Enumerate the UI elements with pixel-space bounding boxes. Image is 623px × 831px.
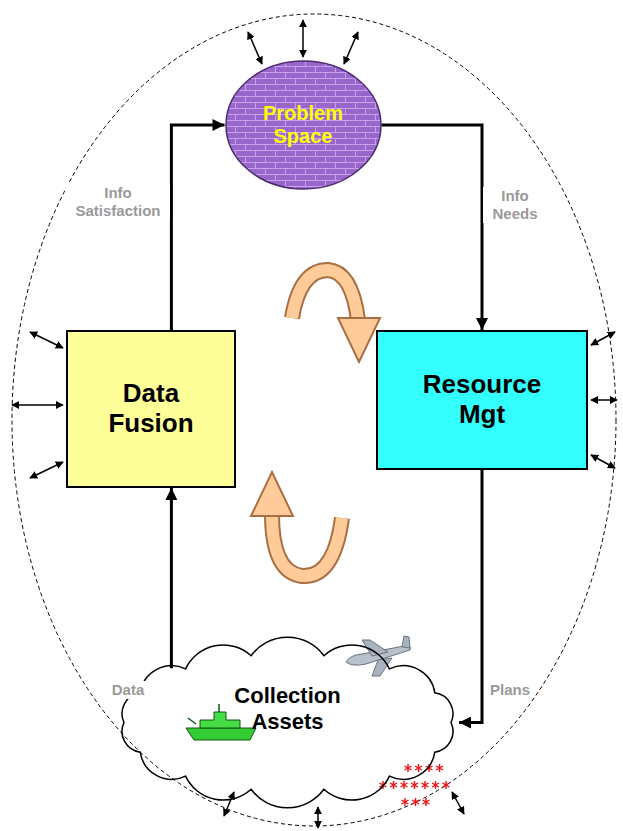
cloud-shape (122, 637, 453, 808)
star-mark (405, 764, 412, 772)
interface-arrow (30, 462, 63, 478)
flow-label: Info Needs (483, 187, 547, 223)
star-mark (390, 781, 397, 789)
node-label: Problem Space (253, 102, 353, 148)
ellipse-shape (226, 61, 381, 189)
interface-arrow (317, 807, 319, 828)
star-mark (402, 798, 409, 806)
flow-arrow (459, 470, 482, 723)
node-label: Collection Assets (223, 683, 353, 734)
text-group: Problem Space (253, 102, 353, 148)
star-mark (401, 781, 408, 789)
node-label: Resource Mgt (412, 370, 552, 430)
star-mark (412, 798, 419, 806)
node-label: Data Fusion (96, 379, 206, 439)
flow-arrow (171, 125, 224, 330)
star-mark (443, 781, 450, 789)
process-box: Resource Mgt (376, 330, 588, 470)
collection-cloud: Collection Assets (110, 640, 465, 805)
star-mark (422, 781, 429, 789)
interface-arrow (344, 32, 358, 64)
ship-icon (186, 704, 256, 740)
interface-arrow (302, 20, 304, 57)
sensor-field-stars (380, 764, 450, 806)
star-mark (411, 781, 418, 789)
flow-label: Data (110, 681, 147, 699)
airplane-icon (346, 636, 410, 676)
interface-arrow (591, 399, 617, 401)
interface-arrow (591, 455, 615, 468)
cycle-arrow-head (251, 472, 293, 516)
boundary-ellipse (12, 14, 616, 826)
star-mark (423, 798, 430, 806)
flow-arrow (170, 488, 173, 668)
interface-arrow (591, 332, 615, 345)
interface-arrow (224, 792, 234, 816)
interface-arrows (12, 20, 617, 828)
text-group: Resource Mgt (412, 370, 552, 430)
star-mark (426, 764, 433, 772)
cycle-arrow-outline (272, 514, 342, 576)
cycle-arrow-outline (292, 270, 358, 320)
problem-space-ellipse: Problem Space (225, 60, 382, 190)
interface-arrow (248, 32, 262, 64)
cycle-arrow (272, 514, 342, 576)
flow-arrow (382, 125, 483, 330)
flow-label: Info Satisfaction (66, 184, 170, 220)
star-mark (432, 781, 439, 789)
cycle-arrows (251, 270, 380, 576)
flow-label: Plans (488, 681, 532, 699)
star-mark (415, 764, 422, 772)
text-group: Collection Assets (223, 683, 353, 734)
interface-arrow (452, 792, 464, 814)
process-box: Data Fusion (66, 330, 236, 488)
star-mark (436, 764, 443, 772)
cycle-arrow-head (338, 318, 380, 362)
interface-arrow (12, 404, 63, 406)
text-group: Data Fusion (96, 379, 206, 439)
interface-arrow (30, 332, 63, 348)
cycle-arrow (292, 270, 358, 320)
